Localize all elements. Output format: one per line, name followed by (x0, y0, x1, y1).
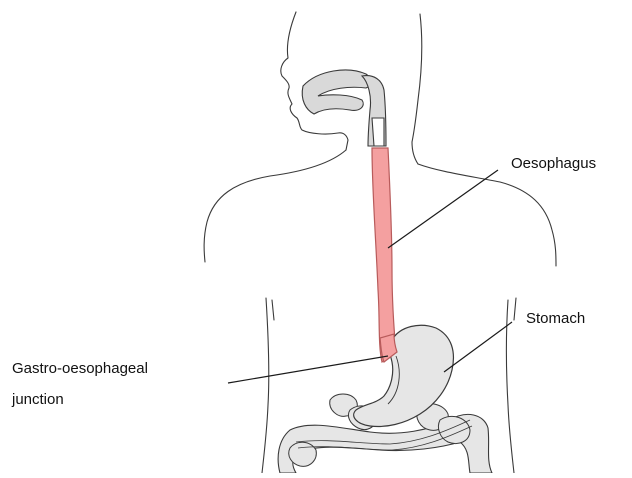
back-of-neck (412, 14, 422, 164)
left-inner-arm (272, 300, 274, 320)
right-inner-arm (514, 298, 516, 320)
gej-label-line1: Gastro-oesophageal (12, 359, 148, 379)
right-shoulder (418, 164, 556, 266)
gej-label-line2: junction (12, 390, 64, 410)
stomach-label: Stomach (526, 309, 585, 329)
left-torso (262, 298, 269, 473)
oral-cavity (302, 70, 386, 146)
gej-leader-line (228, 356, 388, 383)
oesophagus-label: Oesophagus (511, 154, 596, 174)
oesophagus-leader-line (388, 170, 498, 248)
nasal-oral-cavity (302, 70, 370, 114)
small-bowel-loop-c (289, 442, 317, 466)
left-shoulder (204, 150, 346, 262)
stomach-leader-line (444, 322, 512, 372)
leader-lines (228, 170, 512, 383)
upper-oesophagus-duct (372, 118, 384, 146)
oesophagus-tube (372, 148, 396, 362)
